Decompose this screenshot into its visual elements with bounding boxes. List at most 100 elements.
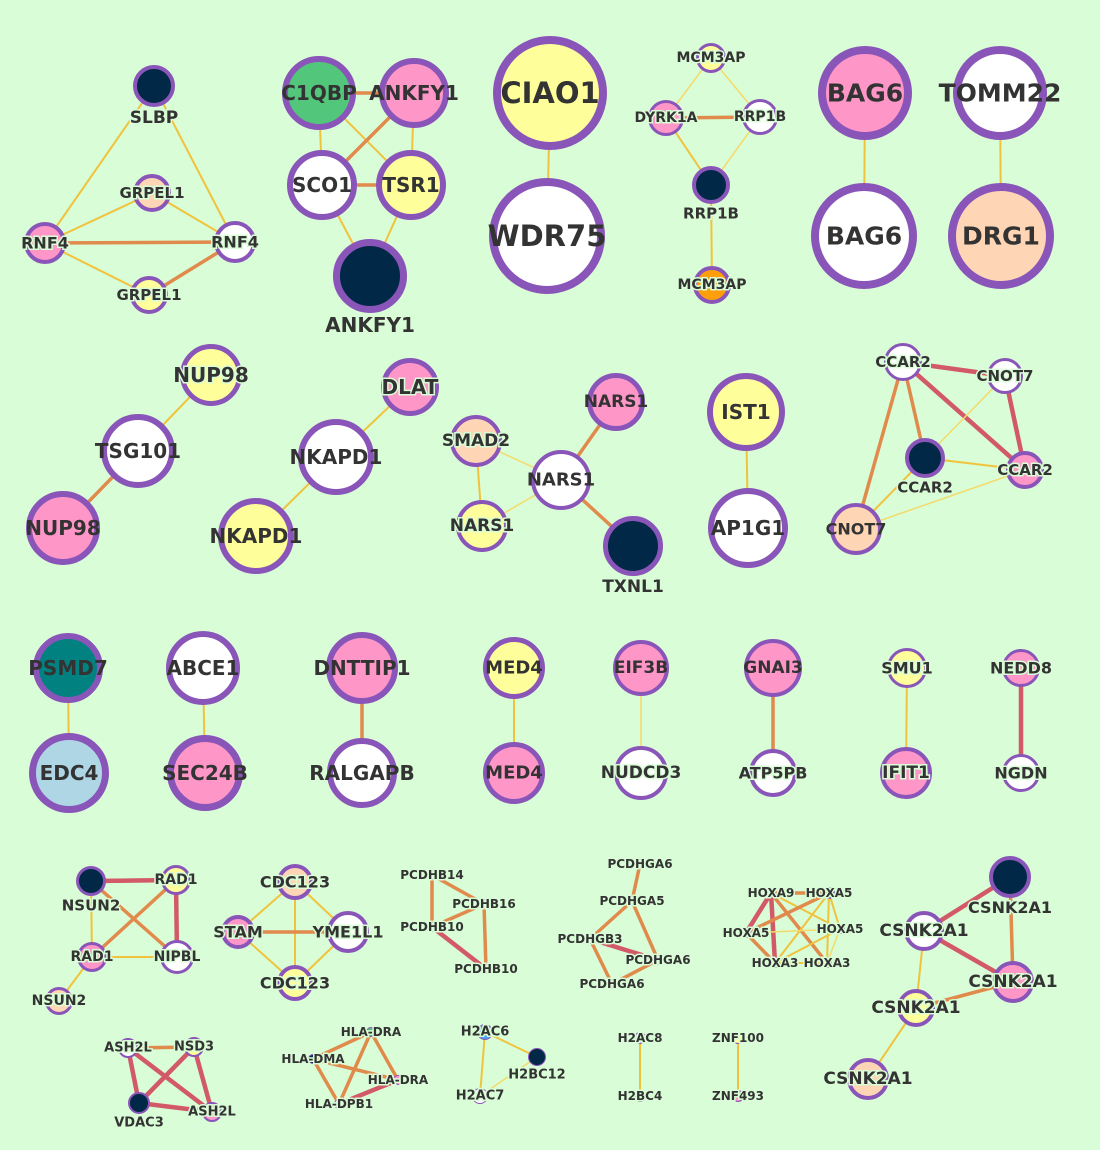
node-psmd7[interactable]: PSMD7 xyxy=(28,633,108,703)
node-ciao1[interactable]: CIAO1 xyxy=(493,36,607,150)
node-circle[interactable] xyxy=(884,343,922,381)
node-nars1_c[interactable]: NARS1 xyxy=(448,500,516,552)
node-circle[interactable] xyxy=(732,1032,744,1044)
node-circle[interactable] xyxy=(381,358,439,416)
node-h2ac7[interactable]: H2AC7 xyxy=(454,1087,506,1105)
node-circle[interactable] xyxy=(811,183,917,289)
node-nedd8[interactable]: NEDD8 xyxy=(988,649,1054,687)
node-circle[interactable] xyxy=(214,221,256,263)
node-nsun2_a[interactable]: NSUN2 xyxy=(60,866,122,916)
node-h2ac6[interactable]: H2AC6 xyxy=(459,1023,511,1041)
node-rnf4_a[interactable]: RNF4 xyxy=(20,222,70,264)
node-circle[interactable] xyxy=(277,965,313,1001)
node-circle[interactable] xyxy=(692,166,730,204)
node-cdc123_a[interactable]: CDC123 xyxy=(258,864,332,900)
node-circle[interactable] xyxy=(770,958,780,968)
node-circle[interactable] xyxy=(707,373,785,451)
node-circle[interactable] xyxy=(327,911,369,953)
node-znf100[interactable]: ZNF100 xyxy=(711,1030,766,1047)
node-circle[interactable] xyxy=(334,1099,344,1109)
node-circle[interactable] xyxy=(822,958,832,968)
node-rrp1b_a[interactable]: RRP1B xyxy=(732,99,788,135)
node-circle[interactable] xyxy=(379,58,449,128)
node-circle[interactable] xyxy=(218,498,294,574)
node-dlat[interactable]: DLAT xyxy=(380,358,440,416)
node-circle[interactable] xyxy=(45,987,73,1015)
node-hla_dma[interactable]: HLA-DMA xyxy=(280,1051,347,1068)
node-circle[interactable] xyxy=(613,640,669,696)
node-circle[interactable] xyxy=(77,942,107,972)
node-circle[interactable] xyxy=(634,1032,646,1044)
node-circle[interactable] xyxy=(904,911,944,951)
node-circle[interactable] xyxy=(287,150,357,220)
node-med4_b[interactable]: MED4 xyxy=(483,742,545,804)
node-circle[interactable] xyxy=(648,100,684,136)
node-circle[interactable] xyxy=(393,1075,403,1085)
node-ankfy1_a[interactable]: ANKFY1 xyxy=(369,58,459,128)
node-tsg101[interactable]: TSG101 xyxy=(95,414,181,488)
node-ifit1[interactable]: IFIT1 xyxy=(880,747,932,799)
node-stam[interactable]: STAM xyxy=(212,915,264,949)
node-circle[interactable] xyxy=(992,961,1034,1003)
node-grpel1_b[interactable]: GRPEL1 xyxy=(115,276,183,314)
node-pcdhga6_b[interactable]: PCDHGA6 xyxy=(624,952,692,969)
node-hla_dra_a[interactable]: HLA-DRA xyxy=(339,1024,403,1041)
node-csnk2a1_e[interactable]: CSNK2A1 xyxy=(822,1058,914,1100)
node-circle[interactable] xyxy=(489,178,605,294)
node-circle[interactable] xyxy=(587,373,645,431)
node-znf493[interactable]: ZNF493 xyxy=(711,1088,766,1105)
node-cnot7_a[interactable]: CNOT7 xyxy=(975,358,1035,394)
node-sec24b[interactable]: SEC24B xyxy=(162,735,248,811)
node-circle[interactable] xyxy=(427,870,437,880)
node-circle[interactable] xyxy=(693,266,731,304)
node-rnf4_b[interactable]: RNF4 xyxy=(210,221,260,263)
node-pcdhga6_a[interactable]: PCDHGA6 xyxy=(606,856,674,873)
node-circle[interactable] xyxy=(1006,451,1044,489)
node-circle[interactable] xyxy=(133,65,175,107)
node-circle[interactable] xyxy=(76,866,106,896)
node-circle[interactable] xyxy=(744,639,802,697)
node-ngdn[interactable]: NGDN xyxy=(993,754,1049,792)
node-circle[interactable] xyxy=(634,1090,646,1102)
node-circle[interactable] xyxy=(277,864,313,900)
node-circle[interactable] xyxy=(161,865,191,895)
node-circle[interactable] xyxy=(298,419,374,495)
node-nup98_b[interactable]: NUP98 xyxy=(25,491,101,565)
node-circle[interactable] xyxy=(708,488,788,568)
node-pcdhb16[interactable]: PCDHB16 xyxy=(451,896,517,913)
node-circle[interactable] xyxy=(326,632,398,704)
node-circle[interactable] xyxy=(26,491,100,565)
node-txnl1[interactable]: TXNL1 xyxy=(601,516,665,599)
node-nup98_a[interactable]: NUP98 xyxy=(172,344,250,406)
node-circle[interactable] xyxy=(308,1054,318,1064)
node-yme1l1[interactable]: YME1L1 xyxy=(310,911,385,953)
node-dnttip1[interactable]: DNTTIP1 xyxy=(313,632,411,704)
node-ccar2_c[interactable]: CCAR2 xyxy=(996,451,1054,489)
node-circle[interactable] xyxy=(133,174,171,212)
node-circle[interactable] xyxy=(818,46,912,140)
node-atp5pb[interactable]: ATP5PB xyxy=(737,749,809,797)
node-circle[interactable] xyxy=(202,1102,222,1122)
node-circle[interactable] xyxy=(166,631,240,705)
node-circle[interactable] xyxy=(732,1090,744,1102)
node-med4_a[interactable]: MED4 xyxy=(483,637,545,699)
node-nars1_a[interactable]: NARS1 xyxy=(584,373,649,431)
node-hoxa5_b[interactable]: HOXA5 xyxy=(721,925,771,942)
node-gnai3[interactable]: GNAI3 xyxy=(743,639,803,697)
node-circle[interactable] xyxy=(493,36,607,150)
node-eif3b[interactable]: EIF3B xyxy=(613,640,669,696)
node-circle[interactable] xyxy=(427,922,437,932)
node-hoxa3_b[interactable]: HOXA3 xyxy=(802,955,852,972)
node-circle[interactable] xyxy=(128,1092,150,1114)
node-circle[interactable] xyxy=(1002,649,1040,687)
node-nsun2_b[interactable]: NSUN2 xyxy=(30,987,88,1015)
node-circle[interactable] xyxy=(953,46,1047,140)
node-circle[interactable] xyxy=(531,450,591,510)
node-mcm3ap_a[interactable]: MCM3AP xyxy=(675,43,747,73)
node-slbp[interactable]: SLBP xyxy=(128,65,180,130)
node-h2bc12[interactable]: H2BC12 xyxy=(507,1048,567,1084)
node-pcdhb14[interactable]: PCDHB14 xyxy=(399,867,465,884)
node-nkapd1_a[interactable]: NKAPD1 xyxy=(290,419,383,495)
node-rad1_b[interactable]: RAD1 xyxy=(69,942,115,972)
node-circle[interactable] xyxy=(333,239,407,313)
